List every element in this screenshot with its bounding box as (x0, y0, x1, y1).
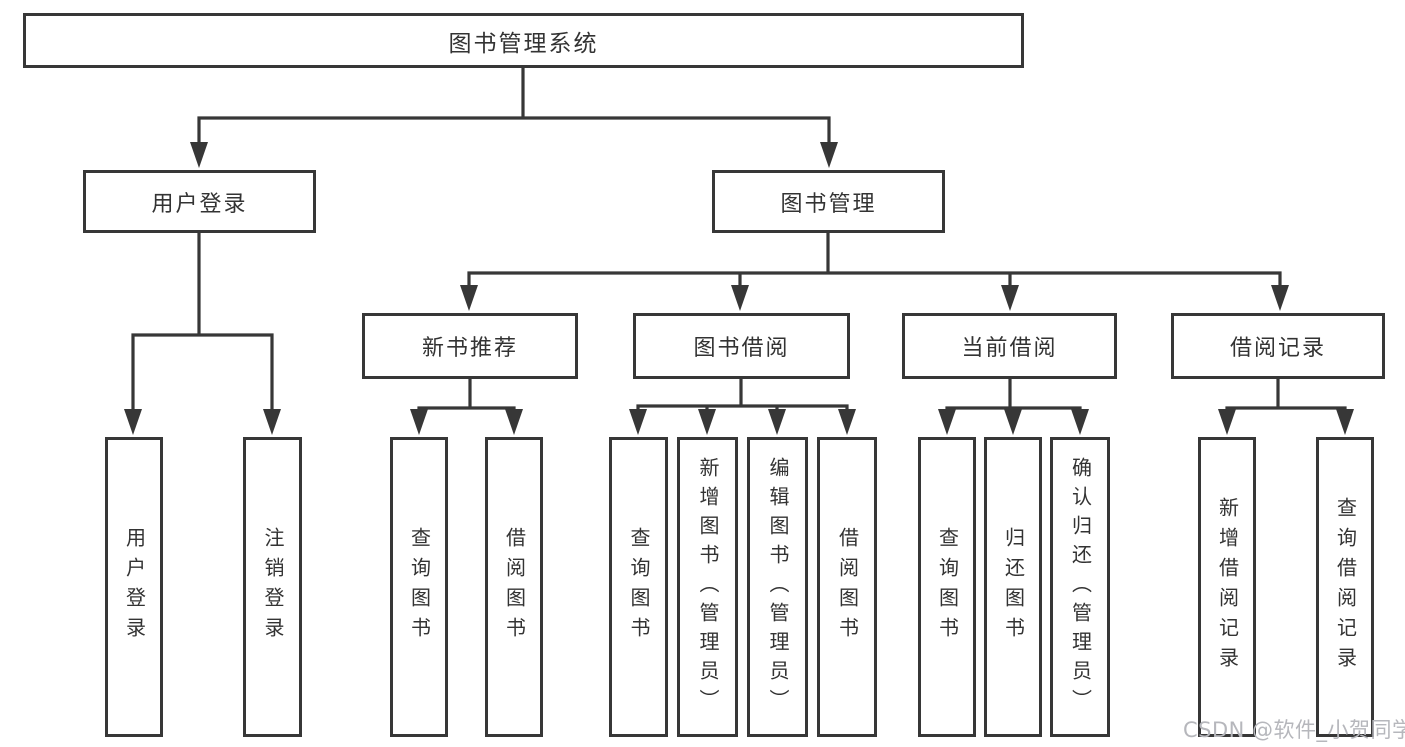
leaf-user-login-label: 用户登录 (122, 527, 147, 647)
arrowheads (124, 142, 1354, 435)
node-user-login-group: 用户登录 (83, 170, 316, 233)
leaf-logout: 注销登录 (243, 437, 302, 737)
node-current-borrow: 当前借阅 (902, 313, 1117, 379)
csdn-watermark: CSDN @软件_小贺同学 (1183, 718, 1405, 742)
node-library-system-label: 图书管理系统 (448, 30, 599, 57)
leaf-current-return: 归还图书 (984, 437, 1042, 737)
node-book-borrow: 图书借阅 (633, 313, 850, 379)
leaf-records-add-label: 新增借阅记录 (1215, 497, 1240, 677)
leaf-newbooks-borrow-label: 借阅图书 (502, 527, 527, 647)
node-current-borrow-label: 当前借阅 (961, 336, 1058, 361)
leaf-newbooks-borrow: 借阅图书 (485, 437, 543, 737)
leaf-records-add: 新增借阅记录 (1198, 437, 1256, 737)
leaf-borrow-add-book-label: 新增图书（管理员） (696, 456, 720, 718)
node-borrow-records: 借阅记录 (1171, 313, 1385, 379)
leaf-current-query: 查询图书 (918, 437, 976, 737)
leaf-current-confirm-return-label: 确认归还（管理员） (1068, 456, 1093, 718)
leaf-borrow-query: 查询图书 (609, 437, 668, 737)
node-library-system: 图书管理系统 (23, 13, 1024, 68)
leaf-borrow-query-label: 查询图书 (627, 527, 651, 647)
node-user-login-group-label: 用户登录 (151, 191, 248, 217)
leaf-borrow-borrow-book: 借阅图书 (817, 437, 877, 737)
leaf-borrow-edit-book-label: 编辑图书（管理员） (766, 456, 790, 718)
node-book-borrow-label: 图书借阅 (693, 336, 790, 361)
leaf-logout-label: 注销登录 (261, 527, 285, 647)
leaf-user-login: 用户登录 (105, 437, 163, 737)
leaf-newbooks-query: 查询图书 (390, 437, 448, 737)
leaf-current-query-label: 查询图书 (935, 527, 960, 647)
node-borrow-records-label: 借阅记录 (1229, 336, 1326, 361)
node-new-book-recommend: 新书推荐 (362, 313, 578, 379)
node-book-management-label: 图书管理 (780, 191, 877, 217)
node-new-book-recommend-label: 新书推荐 (421, 336, 518, 361)
leaf-current-return-label: 归还图书 (1001, 527, 1026, 647)
leaf-records-query: 查询借阅记录 (1316, 437, 1374, 737)
node-book-management: 图书管理 (712, 170, 945, 233)
leaf-borrow-borrow-book-label: 借阅图书 (835, 527, 860, 647)
leaf-borrow-edit-book: 编辑图书（管理员） (747, 437, 808, 737)
leaf-borrow-add-book: 新增图书（管理员） (677, 437, 738, 737)
leaf-newbooks-query-label: 查询图书 (407, 527, 432, 647)
leaf-current-confirm-return: 确认归还（管理员） (1050, 437, 1110, 737)
leaf-records-query-label: 查询借阅记录 (1333, 497, 1358, 677)
